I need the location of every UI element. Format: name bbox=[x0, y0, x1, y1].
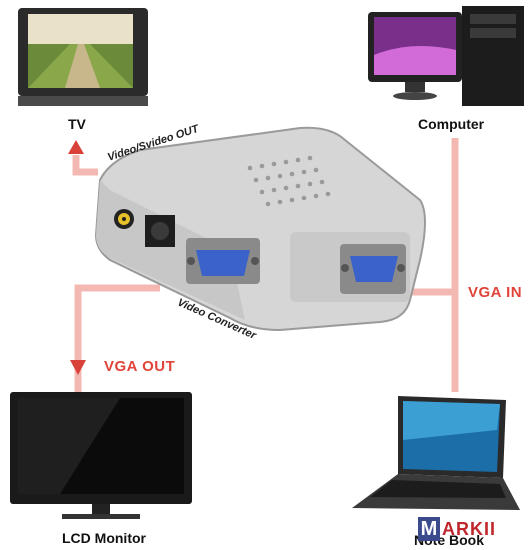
computer-device bbox=[368, 6, 524, 106]
vga-in-label: VGA IN bbox=[468, 284, 523, 301]
tv-device bbox=[18, 8, 148, 106]
brand-logo: M ARKII bbox=[418, 515, 514, 543]
logo-mark: M bbox=[418, 517, 440, 541]
arrow-up-icon bbox=[68, 140, 84, 154]
lcd-monitor-device bbox=[10, 392, 192, 519]
video-converter-box bbox=[94, 126, 426, 332]
computer-label: Computer bbox=[418, 116, 485, 132]
notebook-device bbox=[352, 396, 520, 510]
vga-in-port bbox=[340, 244, 406, 294]
vga-out-label: VGA OUT bbox=[104, 358, 176, 375]
arrow-down-icon bbox=[70, 360, 86, 375]
connector-lines bbox=[72, 138, 459, 392]
logo-text: ARKII bbox=[442, 518, 496, 539]
tv-label: TV bbox=[68, 116, 86, 132]
vga-out-port bbox=[186, 238, 260, 284]
lcd-monitor-label: LCD Monitor bbox=[62, 530, 146, 546]
